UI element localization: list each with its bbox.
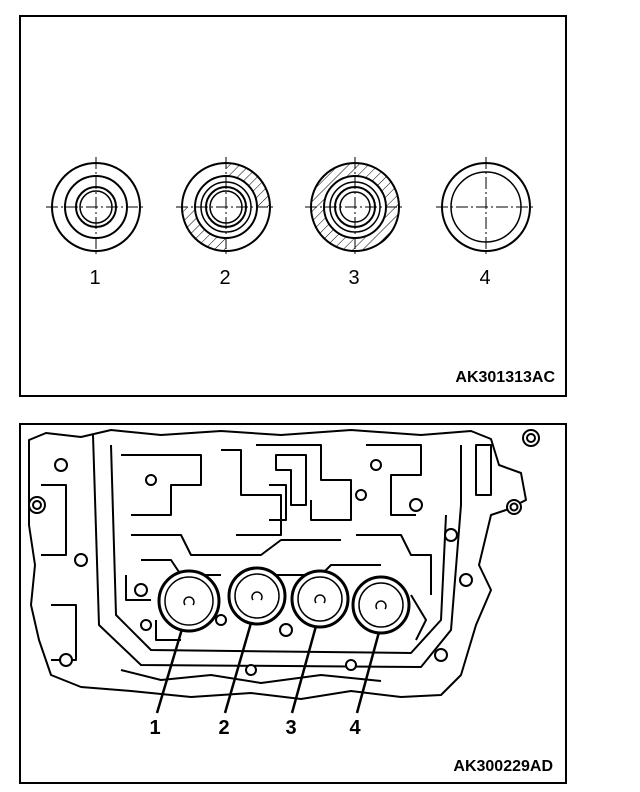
bore-2-label: 2 xyxy=(218,717,230,739)
bore-4-label: 4 xyxy=(349,717,361,739)
valve-body-drawing xyxy=(28,429,540,714)
bore-1 xyxy=(157,569,221,633)
bore-3-label: 3 xyxy=(285,717,297,739)
leader-lines xyxy=(155,622,381,714)
bore-4 xyxy=(351,575,411,635)
seal-2-label: 2 xyxy=(219,267,231,289)
seal-3-label: 3 xyxy=(348,267,360,289)
figure-code: AK300229AD xyxy=(453,758,553,775)
seal-2-drawing xyxy=(176,157,276,257)
valve-body-panel: 1 2 3 4 AK300229AD xyxy=(19,423,567,784)
seal-bores xyxy=(157,566,411,635)
bore-2 xyxy=(227,566,287,626)
seal-4-label: 4 xyxy=(479,267,491,289)
seal-types-drawing xyxy=(46,157,536,257)
seal-1-drawing xyxy=(46,157,146,257)
seal-1-label: 1 xyxy=(89,267,101,289)
seal-3-drawing xyxy=(305,157,405,257)
bolt-holes xyxy=(28,429,540,676)
seal-4-drawing xyxy=(436,157,536,257)
bore-3 xyxy=(290,569,350,629)
bore-1-label: 1 xyxy=(149,717,161,739)
valve-body-casting xyxy=(28,429,527,700)
figure-code: AK301313AC xyxy=(455,369,555,386)
seal-types-panel: 1 2 3 4 AK301313AC xyxy=(19,15,567,397)
